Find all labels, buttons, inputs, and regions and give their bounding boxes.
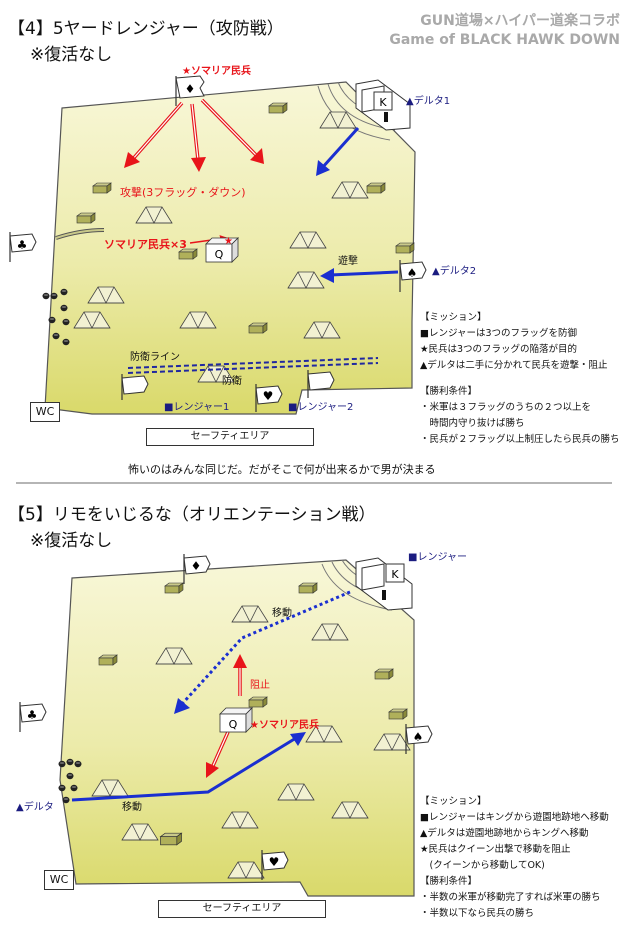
svg-text:★: ★ [224,236,233,247]
attack-arrows [124,98,264,244]
king-label: K [391,568,399,581]
section-divider [16,482,612,484]
mission-line: ・半数以下なら民兵の勝ち [420,908,535,919]
section5-subheading: ※復活なし [30,531,113,551]
mission-line: ★民兵はクイーン出撃で移動を阻止 [420,844,571,855]
king-label: K [379,96,387,109]
svg-text:♠: ♠ [407,266,418,280]
queen-box: Q [219,707,253,733]
label-move-ranger: 移動 [272,608,292,619]
flag-heart: ♥ [255,384,283,412]
svg-text:♦: ♦ [185,82,196,96]
mission-line: 【ミッション】 [420,796,487,807]
label-attack: 攻撃(3フラッグ・ダウン) [120,186,246,199]
wc-box: WC [30,402,60,422]
safety-area: セーフティエリア [146,428,314,446]
label-block: 阻止 [250,680,270,691]
flag-club: ♣ [19,702,47,732]
credit-line-2: Game of BLACK HAWK DOWN [389,32,620,48]
section5-mission: 【ミッション】 ■レンジャーはキングから遊園地跡地へ移動 ▲デルタは遊園地跡地か… [420,794,609,922]
credit-block: GUN道場×ハイパー道楽コラボ Game of BLACK HAWK DOWN [389,12,620,50]
label-ranger: ■レンジャー [408,552,467,563]
section4-heading: 【4】5ヤードレンジャー（攻防戦） [8,19,284,39]
section5-heading: 【5】リモをいじるな（オリエンテーション戦） [8,505,376,525]
crate [248,696,268,708]
label-somalia3: ソマリア民兵×3 [104,238,187,251]
ranger-move-arrow [174,590,351,714]
queen-label: Q [215,248,224,261]
crate [76,212,96,224]
label-delta2: ▲デルタ2 [432,266,477,277]
crate [164,582,184,594]
svg-text:♥: ♥ [263,389,274,403]
mission-line: 時間内守り抜けば勝ち [420,418,525,429]
mission-line: ■レンジャーは3つのフラッグを防御 [420,328,578,339]
flag-ranger1 [121,374,149,400]
section5-map: Q ♦ K ♣ ♠ ♥ [19,554,433,897]
flag-spade: ♠ [399,260,427,292]
label-somalia: ★ソマリア民兵 [250,720,319,731]
svg-text:♣: ♣ [27,708,38,722]
label-defend: 防衛 [222,376,242,387]
crate [92,182,112,194]
mission-gap [420,374,620,384]
mission-line: 【勝利条件】 [420,876,478,887]
svg-text:♠: ♠ [413,730,424,744]
mission-line: ■レンジャーはキングから遊園地跡地へ移動 [420,812,609,823]
mission-line: ・民兵が２フラッグ以上制圧したら民兵の勝ち [420,434,620,445]
crate [395,242,415,254]
mission-line: 【ミッション】 [420,312,487,323]
flag-diamond: ♦ [183,554,211,584]
mission-line: ・半数の米軍が移動完了すれば米軍の勝ち [420,892,601,903]
king-building: K [355,79,411,131]
label-ranger1: ■レンジャー1 [164,402,230,413]
queen-label: Q [229,718,238,731]
crate [366,182,386,194]
flag-club: ♣ [9,232,37,262]
crate [160,832,182,846]
mission-line: ▲デルタは二手に分かれて民兵を遊撃・阻止 [420,360,608,371]
section4-caption: 怖いのはみんな同じだ。だがそこで何が出来るかで男が決まる [128,463,436,476]
label-somalia-top: ★ソマリア民兵 [182,66,251,77]
section4-map: Q ★ ♦ K ♣ ♠ ♥ [9,75,427,415]
section4-subheading: ※復活なし [30,45,113,65]
flag-spade: ♠ [405,724,433,754]
label-ambush: 遊撃 [338,256,358,267]
mission-line: ・米軍は３フラッグのうちの２つ以上を [420,402,592,413]
delta-move-arrow [71,732,306,802]
wc-box: WC [44,870,74,890]
flag-heart: ♥ [261,850,289,880]
delta-arrows [316,126,399,283]
crate [98,654,118,666]
label-delta: ▲デルタ [16,802,54,813]
svg-text:♣: ♣ [17,238,28,252]
label-move-delta: 移動 [122,802,142,813]
mission-line: ▲デルタは遊園地跡地からキングへ移動 [420,828,589,839]
flag-ranger2 [307,370,335,398]
crate [374,668,394,680]
mission-line: ★民兵は3つのフラッグの陥落が目的 [420,344,578,355]
credit-line-1: GUN道場×ハイパー道楽コラボ [420,13,620,29]
svg-text:♦: ♦ [191,559,202,573]
crate [248,322,268,334]
section4-mission: 【ミッション】 ■レンジャーは3つのフラッグを防御 ★民兵は3つのフラッグの陥落… [420,310,620,448]
block-arrows [206,654,247,778]
svg-text:♥: ♥ [269,855,280,869]
label-delta1: ▲デルタ1 [406,96,451,107]
king-building: K [355,557,413,611]
defense-line [127,357,379,369]
label-defense-line: 防衛ライン [130,352,180,363]
label-ranger2: ■レンジャー2 [288,402,354,413]
flag-diamond: ♦ [175,75,205,106]
queen-box: Q [205,237,239,263]
safety-area: セーフティエリア [158,900,326,918]
mission-line: 【勝利条件】 [420,386,478,397]
crate [268,102,288,114]
crate [298,582,318,594]
mission-line: (クイーンから移動してOK) [420,860,545,871]
crate [388,708,408,720]
